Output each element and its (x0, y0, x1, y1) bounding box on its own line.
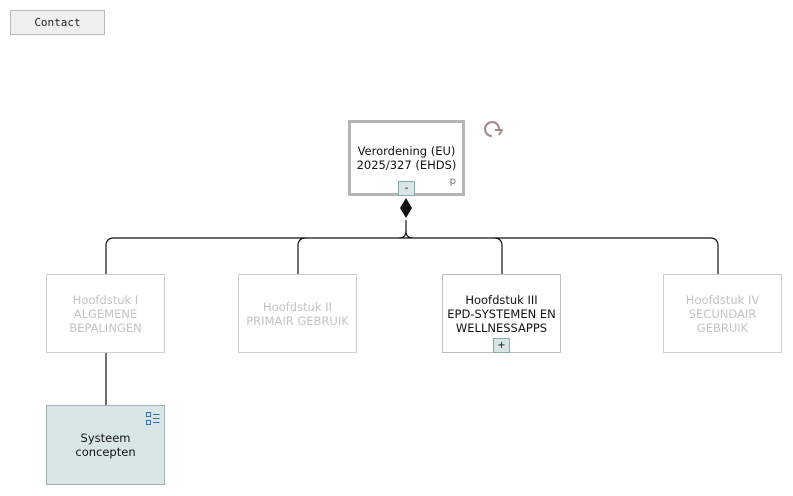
chapter-1-node[interactable]: Hoofdstuk I ALGEMENE BEPALINGEN (46, 274, 165, 353)
branch-to-chapter-3 (493, 237, 503, 274)
chapter-1-label: Hoofdstuk I ALGEMENE BEPALINGEN (69, 292, 142, 335)
contact-button[interactable]: Contact (10, 10, 105, 35)
root-stem-line (398, 220, 407, 239)
expand-button[interactable]: + (493, 338, 510, 353)
branch-left-curve (405, 230, 414, 239)
chapter-4-node[interactable]: Hoofdstuk IV SECUNDAIR GEBRUIK (663, 274, 782, 353)
root-node-label: Verordening (EU) 2025/327 (EHDS) (356, 144, 457, 172)
branch-to-chapter-4 (709, 237, 719, 274)
loop-arrow-icon[interactable] (482, 120, 508, 140)
chapter-2-node[interactable]: Hoofdstuk II PRIMAIR GEBRUIK (238, 274, 357, 353)
concept-node-label: Systeem concepten (75, 431, 136, 459)
branch-to-chapter-1 (105, 237, 115, 274)
concept-list-icon (146, 412, 160, 425)
composition-diamond-icon (400, 198, 412, 218)
chapter-4-label: Hoofdstuk IV SECUNDAIR GEBRUIK (685, 292, 760, 335)
root-node[interactable]: Verordening (EU) 2025/327 (EHDS) - p (348, 120, 465, 196)
branch-to-chapter-2 (297, 237, 307, 274)
chapter-3-node[interactable]: Hoofdstuk III EPD-SYSTEMEN EN WELLNESSAP… (442, 274, 561, 353)
collapse-button[interactable]: - (398, 181, 415, 196)
chapter-3-label: Hoofdstuk III EPD-SYSTEMEN EN WELLNESSAP… (447, 292, 556, 335)
p-marker: p (449, 176, 456, 187)
concept-node[interactable]: Systeem concepten (46, 405, 165, 485)
chapter-2-label: Hoofdstuk II PRIMAIR GEBRUIK (246, 299, 349, 328)
